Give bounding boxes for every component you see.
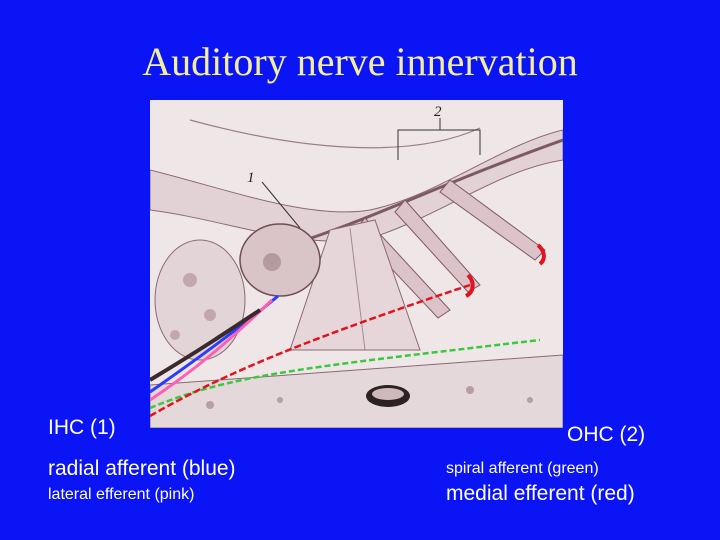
ihc-label: IHC (1): [48, 416, 116, 439]
spiral-afferent-label: spiral afferent (green): [446, 460, 599, 477]
radial-afferent-label: radial afferent (blue): [48, 457, 236, 480]
slide-title: Auditory nerve innervation: [142, 39, 578, 84]
organ-of-corti-drawing: 1 2: [150, 100, 563, 428]
ohc-label: OHC (2): [567, 423, 646, 446]
medial-efferent-label: medial efferent (red): [446, 482, 635, 505]
lateral-efferent-label: lateral efferent (pink): [48, 486, 195, 503]
cochlea-illustration: 1 2: [150, 100, 563, 428]
marker-1: 1: [247, 170, 255, 186]
marker-2: 2: [434, 104, 442, 120]
